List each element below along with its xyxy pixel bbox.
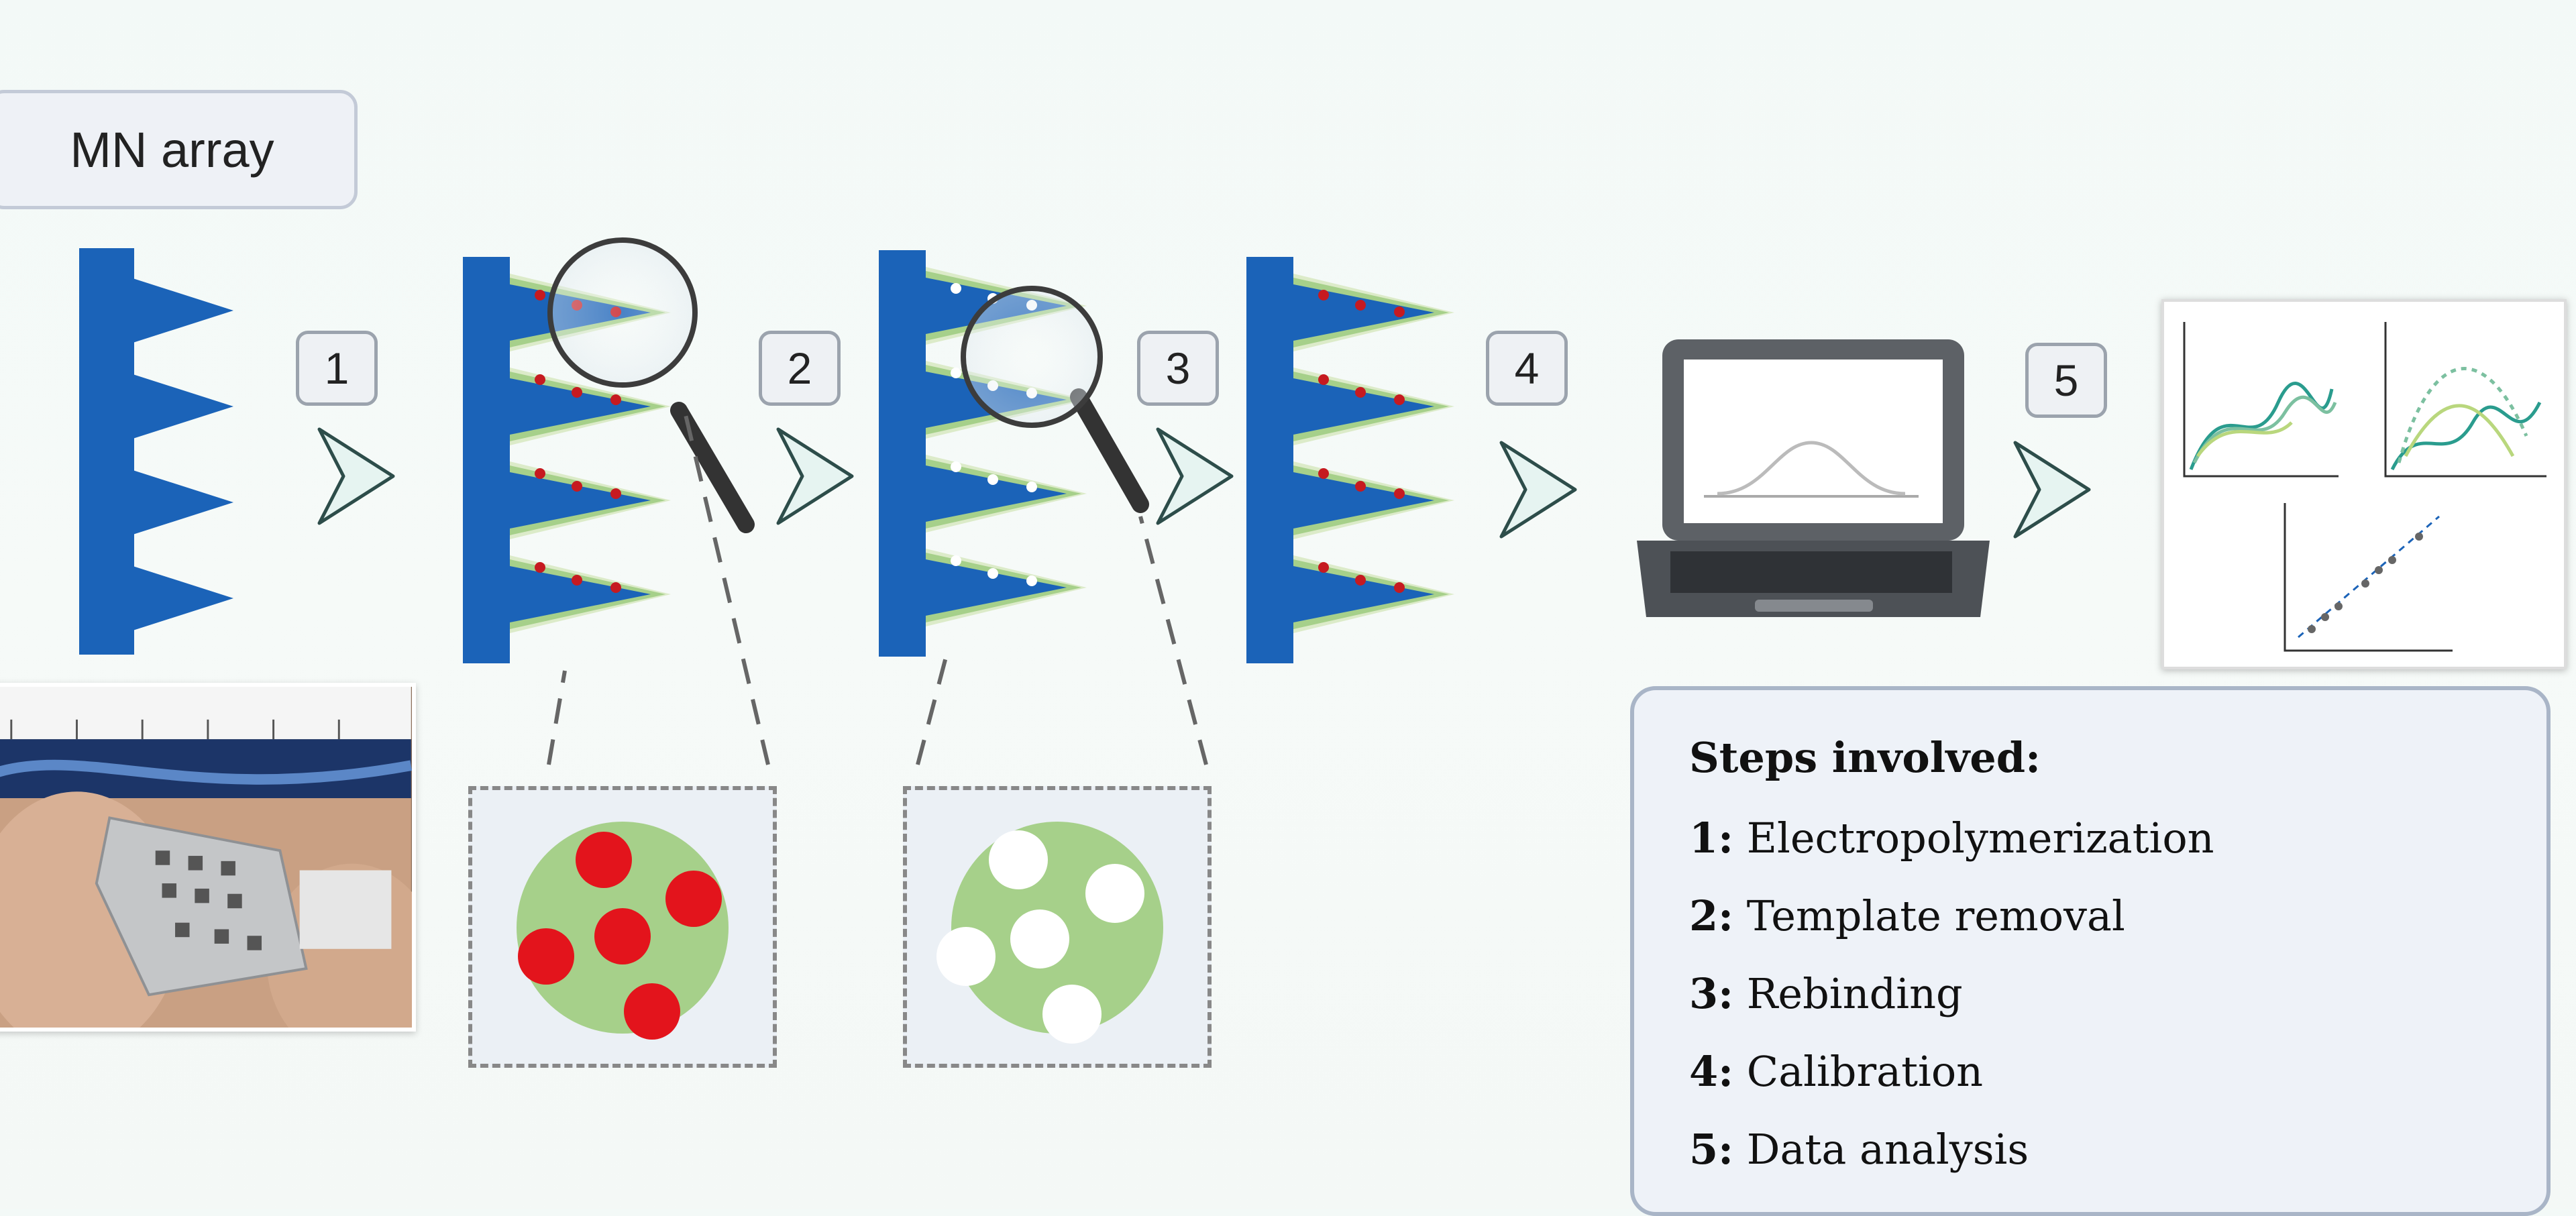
mn-array-polymerized xyxy=(463,257,671,663)
magnifier-icon xyxy=(916,286,1208,765)
magnifier-icon xyxy=(547,237,770,765)
mn-array-label-text: MN array xyxy=(70,121,274,178)
arrow-icon xyxy=(1158,429,1232,523)
mn-patch-photo xyxy=(0,683,416,1032)
mn-array-bare xyxy=(79,248,233,655)
step-badge-3: 3 xyxy=(1137,331,1219,406)
mn-array-label: MN array xyxy=(0,90,358,209)
steps-legend-box: Steps involved: 1: Electropolymerization… xyxy=(1630,686,2551,1216)
laptop-icon xyxy=(1637,339,1990,617)
zoom-inset-polymer-with-template xyxy=(468,786,777,1068)
arrow-icon xyxy=(2015,443,2089,537)
steps-legend-item: 4: Calibration xyxy=(1689,1047,1984,1096)
arrow-icon xyxy=(319,429,393,523)
mn-array-rebound xyxy=(1246,257,1454,663)
step-badge-1: 1 xyxy=(296,331,378,406)
steps-heading: Steps involved: xyxy=(1689,733,2041,782)
step-badge-5: 5 xyxy=(2025,343,2107,418)
arrow-icon xyxy=(778,429,852,523)
step-badge-4: 4 xyxy=(1486,331,1568,406)
steps-legend-item: 1: Electropolymerization xyxy=(1689,814,2214,863)
zoom-inset-imprinted-cavities xyxy=(903,786,1212,1068)
step-badge-2: 2 xyxy=(759,331,841,406)
steps-legend-item: 2: Template removal xyxy=(1689,891,2125,940)
steps-legend-item: 5: Data analysis xyxy=(1689,1125,2029,1174)
results-plots-image xyxy=(2161,299,2567,669)
arrow-icon xyxy=(1501,443,1575,537)
steps-legend-item: 3: Rebinding xyxy=(1689,969,1963,1018)
